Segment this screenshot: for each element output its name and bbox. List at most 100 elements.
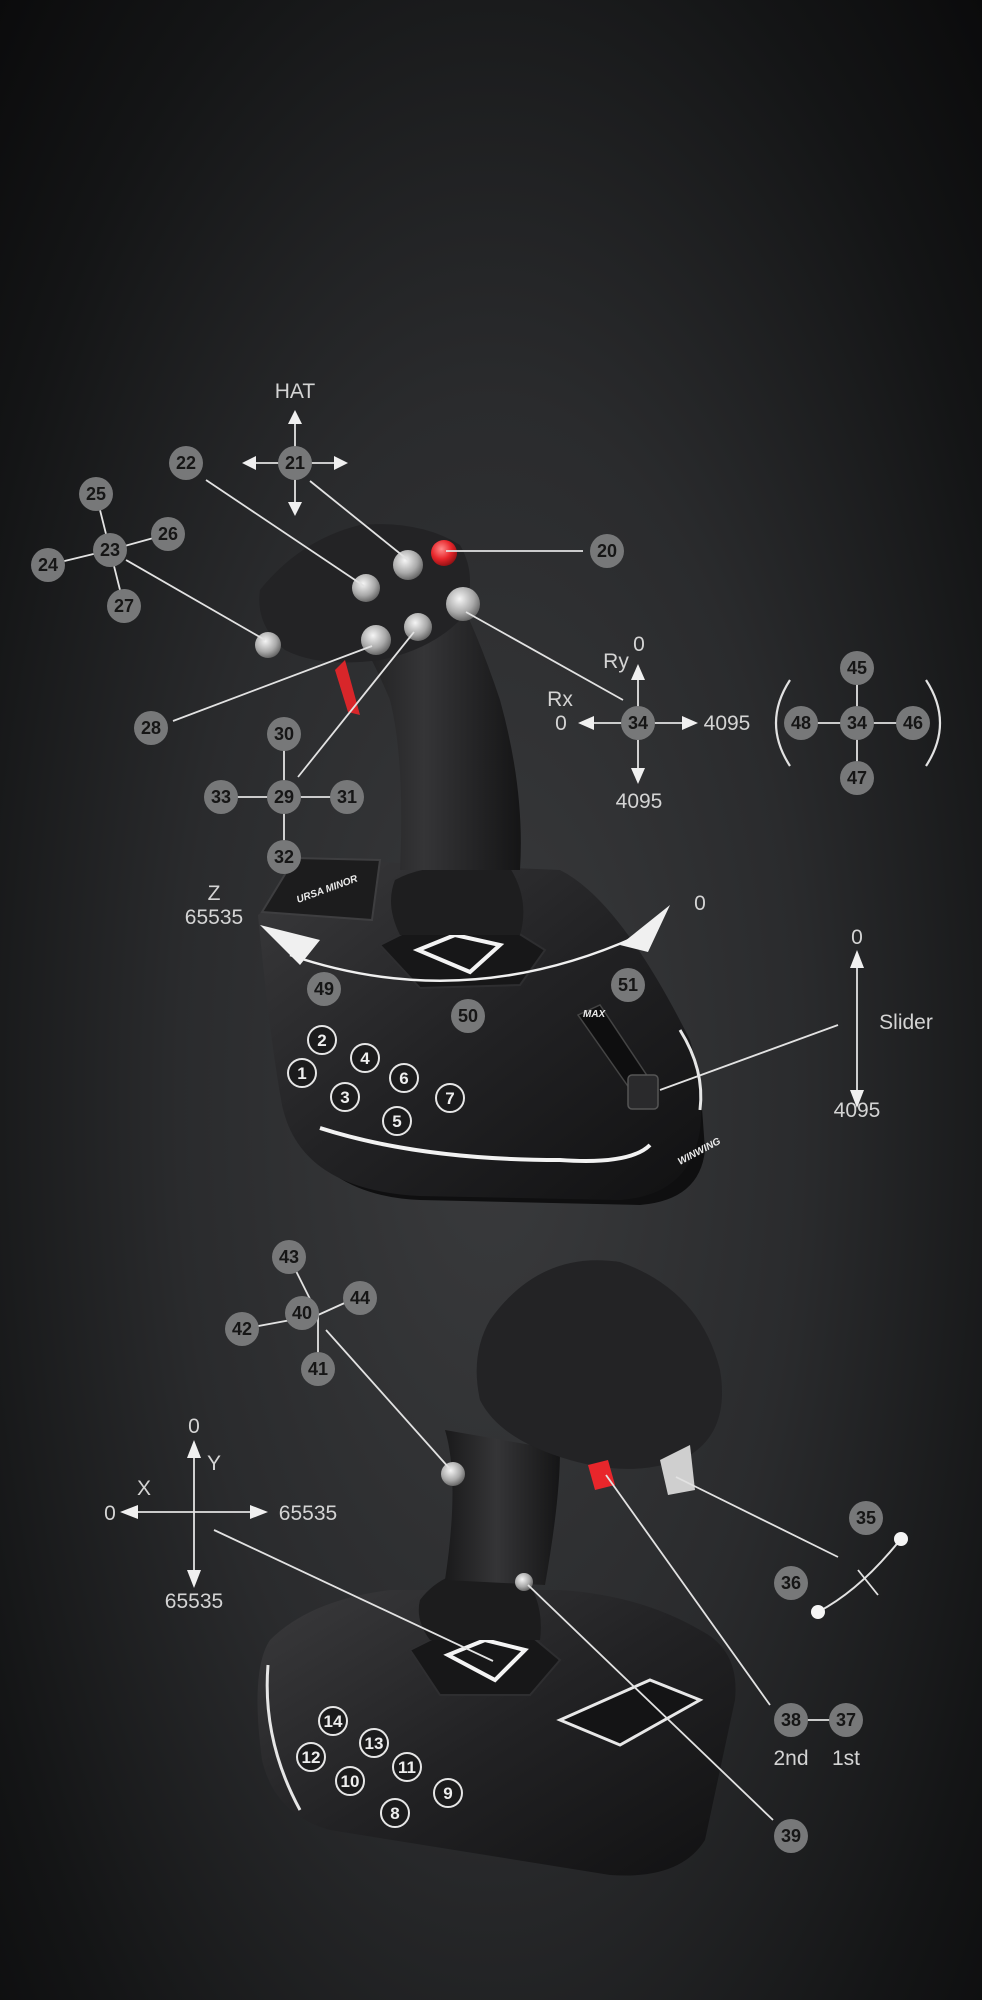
button-ring bbox=[392, 1752, 422, 1782]
badge-circle bbox=[590, 534, 624, 568]
x-min: 0 bbox=[104, 1502, 116, 1525]
top-hat-29-cap bbox=[404, 613, 432, 641]
leader-23 bbox=[125, 559, 266, 641]
base-button-11: 11 bbox=[392, 1752, 422, 1782]
badge-circle bbox=[621, 706, 655, 740]
badge-49: 49 bbox=[307, 972, 341, 1006]
badge-48: 48 bbox=[784, 706, 818, 740]
base-button-6: 6 bbox=[389, 1063, 419, 1093]
leader-slider bbox=[659, 1024, 839, 1091]
badge-45: 45 bbox=[840, 651, 874, 685]
rx-ry-axis-diagram: Ry 0 4095 Rx 0 4095 bbox=[547, 633, 750, 813]
leader-38 bbox=[605, 1474, 771, 1706]
base-button-8: 8 bbox=[380, 1798, 410, 1828]
base-button-5: 5 bbox=[382, 1106, 412, 1136]
button-ring bbox=[318, 1706, 348, 1736]
badge-47: 47 bbox=[840, 761, 874, 795]
badge-circle bbox=[343, 1281, 377, 1315]
badge-37: 37 bbox=[829, 1703, 863, 1737]
badge-number: 39 bbox=[781, 1826, 801, 1846]
base-button-12: 12 bbox=[296, 1742, 326, 1772]
badge-circle bbox=[774, 1703, 808, 1737]
rx-label: Rx bbox=[547, 688, 573, 711]
ry-max: 4095 bbox=[616, 790, 663, 813]
z-arc bbox=[289, 933, 641, 982]
button-ring bbox=[350, 1043, 380, 1073]
top-gimbal-light bbox=[412, 932, 505, 975]
badge-number: 45 bbox=[847, 658, 867, 678]
slider-min: 0 bbox=[851, 926, 863, 949]
rx-max: 4095 bbox=[704, 712, 751, 735]
badge-number: 49 bbox=[314, 979, 334, 999]
bottom-gimbal-light bbox=[443, 1637, 529, 1683]
badge-number: 30 bbox=[274, 724, 294, 744]
badge-circle bbox=[267, 780, 301, 814]
badge-24: 24 bbox=[31, 548, 65, 582]
badge-circle bbox=[285, 1296, 319, 1330]
badge-28: 28 bbox=[134, 711, 168, 745]
badge-circle bbox=[31, 548, 65, 582]
base-button-4: 4 bbox=[350, 1043, 380, 1073]
badge-number: 31 bbox=[337, 787, 357, 807]
base-button-9: 9 bbox=[433, 1778, 463, 1808]
base-button-14: 14 bbox=[318, 1706, 348, 1736]
badge-44: 44 bbox=[343, 1281, 377, 1315]
badge-circle bbox=[278, 446, 312, 480]
bracket-right bbox=[925, 679, 942, 767]
badge-22: 22 bbox=[169, 446, 203, 480]
badge-circle bbox=[204, 780, 238, 814]
hat-label: HAT bbox=[275, 380, 316, 403]
leader-28 bbox=[172, 645, 373, 722]
bottom-joystick-illustration bbox=[257, 1260, 736, 1876]
badge-21: 21 bbox=[278, 446, 312, 480]
badge-number: 51 bbox=[618, 975, 638, 995]
badge-number: 34 bbox=[628, 713, 648, 733]
y-max: 65535 bbox=[165, 1590, 223, 1613]
button-ring bbox=[287, 1058, 317, 1088]
top-hat-cap bbox=[393, 550, 423, 580]
button-number: 9 bbox=[443, 1784, 452, 1803]
z-axis-diagram: Z 65535 0 bbox=[185, 882, 706, 982]
button-number: 5 bbox=[392, 1112, 401, 1131]
bottom-base-body bbox=[257, 1590, 736, 1876]
stage-2nd-label: 2nd bbox=[773, 1747, 808, 1770]
button-ring bbox=[380, 1798, 410, 1828]
paddle-35-36-diagram bbox=[811, 1532, 908, 1619]
top-grip-neck bbox=[391, 865, 524, 935]
button-number: 3 bbox=[340, 1088, 349, 1107]
button-ring bbox=[389, 1063, 419, 1093]
badge-circle bbox=[774, 1566, 808, 1600]
badge-circle bbox=[840, 706, 874, 740]
badge-20: 20 bbox=[590, 534, 624, 568]
base-button-13: 13 bbox=[359, 1728, 389, 1758]
arrow-left bbox=[242, 456, 256, 470]
badge-23: 23 bbox=[93, 533, 127, 567]
bottom-grip-neck bbox=[418, 1568, 541, 1640]
badge-circle bbox=[151, 517, 185, 551]
z-max: 65535 bbox=[185, 906, 243, 929]
top-base-body bbox=[258, 860, 702, 1200]
button-number: 11 bbox=[398, 1758, 416, 1777]
badge-number: 46 bbox=[903, 713, 923, 733]
leader-35-36 bbox=[675, 1476, 839, 1558]
badge-circle bbox=[267, 840, 301, 874]
badge-circle bbox=[307, 972, 341, 1006]
top-button-28-cap bbox=[361, 625, 391, 655]
z-arrow-right bbox=[620, 905, 670, 952]
top-base-highlight-strip bbox=[319, 1126, 652, 1163]
top-red-button bbox=[431, 540, 457, 566]
base-button-10: 10 bbox=[335, 1766, 365, 1796]
y-min: 0 bbox=[188, 1415, 200, 1438]
badge-number: 37 bbox=[836, 1710, 856, 1730]
badge-number: 44 bbox=[350, 1288, 370, 1308]
badge-31: 31 bbox=[330, 780, 364, 814]
badge-number: 35 bbox=[856, 1508, 876, 1528]
z-arrow-left bbox=[260, 925, 320, 965]
y-label: Y bbox=[207, 1452, 221, 1475]
badge-30: 30 bbox=[267, 717, 301, 751]
leader-21 bbox=[309, 480, 409, 561]
badge-circle bbox=[896, 706, 930, 740]
ry-label: Ry bbox=[603, 650, 629, 673]
xy-axis-diagram: 0 Y X 0 65535 65535 bbox=[104, 1415, 337, 1613]
button-number: 6 bbox=[399, 1069, 408, 1088]
